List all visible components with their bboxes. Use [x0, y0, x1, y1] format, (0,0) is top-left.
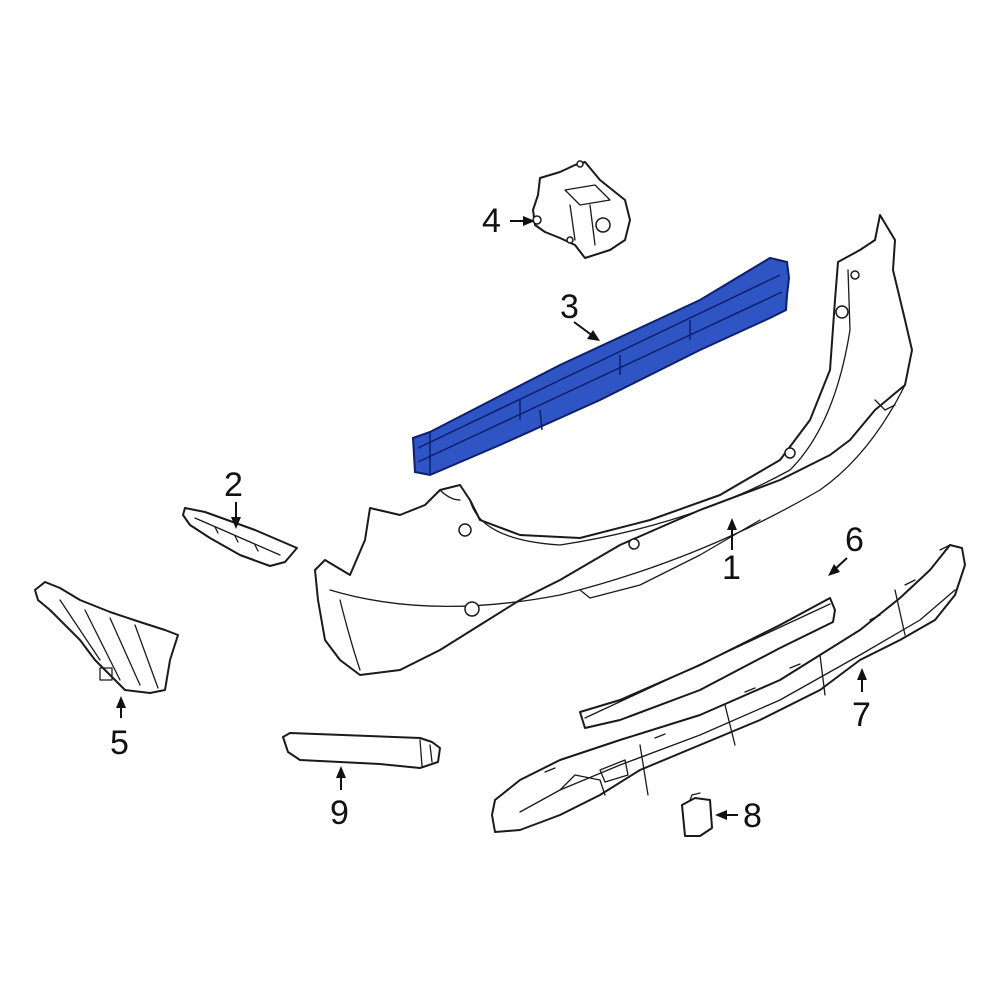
leader-5: [116, 696, 126, 718]
leader-2: [231, 502, 241, 529]
callout-6: 6: [845, 521, 864, 559]
beam-body: [411, 256, 791, 477]
part-7-lower-valance[interactable]: [491, 544, 966, 833]
part-5-side-bracket[interactable]: [34, 581, 179, 694]
leader-4: [510, 216, 535, 226]
leader-3: [573, 321, 600, 341]
callout-1: 1: [722, 549, 741, 587]
leader-6: [828, 557, 848, 576]
part-1-bumper-cover[interactable]: [314, 214, 913, 676]
callout-2: 2: [224, 466, 243, 504]
callout-9: 9: [330, 794, 349, 832]
part-9-reflector[interactable]: [282, 732, 441, 769]
callout-5: 5: [110, 724, 129, 762]
callout-8: 8: [743, 797, 762, 835]
part-8-cap[interactable]: [681, 792, 713, 837]
callout-3: 3: [560, 288, 579, 326]
leader-1: [727, 518, 737, 550]
callout-7: 7: [852, 696, 871, 734]
part-4-mounting-bracket[interactable]: [532, 160, 631, 259]
part-6-trim-strip[interactable]: [579, 597, 836, 729]
part-3-reinforcement-beam[interactable]: [411, 256, 791, 477]
leader-7: [857, 668, 867, 692]
part-2-bracket[interactable]: [182, 507, 298, 567]
leader-8: [715, 810, 738, 820]
leader-9: [336, 766, 346, 790]
callout-4: 4: [482, 202, 501, 240]
